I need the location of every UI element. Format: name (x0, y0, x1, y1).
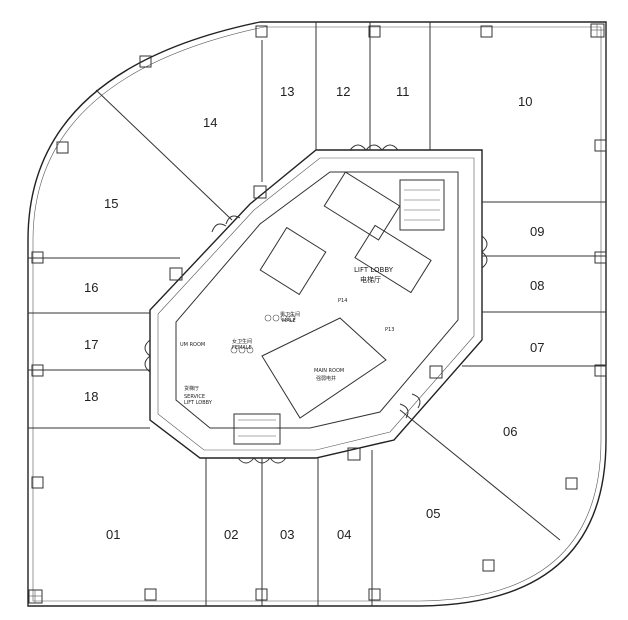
lift-lobby-label-cn: 电梯厅 (360, 275, 381, 284)
corner-marker-top-right (590, 23, 605, 38)
unit-label-15: 15 (104, 196, 118, 211)
unit-label-09: 09 (530, 224, 544, 239)
unit-label-02: 02 (224, 527, 238, 542)
male-toilet-label: MALE (282, 318, 296, 324)
perimeter-columns (31, 25, 607, 601)
unit-label-05: 05 (426, 506, 440, 521)
main-room-label-cn: 强弱电井 (316, 375, 336, 382)
lift-lobby-label: LIFT LOBBY (354, 266, 394, 274)
unit-label-07: 07 (530, 340, 544, 355)
core-labels: LIFT LOBBY 电梯厅 男卫生间 MALE 女卫生间 FEMALE 货梯厅… (180, 266, 394, 406)
unit-label-16: 16 (84, 280, 98, 295)
unit-labels: 01 02 03 04 05 06 07 08 09 10 11 12 13 1… (84, 84, 544, 542)
unit-label-06: 06 (503, 424, 517, 439)
core-outline (149, 149, 483, 459)
outer-envelope (27, 21, 607, 607)
unit-label-13: 13 (280, 84, 294, 99)
service-lobby-label-1: SERVICE (184, 394, 205, 400)
um-room-label: UM ROOM (180, 342, 205, 348)
unit-label-14: 14 (203, 115, 217, 130)
unit-label-01: 01 (106, 527, 120, 542)
service-lobby-label-2: LIFT LOBBY (184, 400, 213, 406)
service-lobby-label-cn: 货梯厅 (184, 385, 199, 392)
unit-partitions (28, 22, 606, 606)
unit-label-18: 18 (84, 389, 98, 404)
p14-label: P14 (338, 298, 347, 304)
unit-label-10: 10 (518, 94, 532, 109)
female-toilet-label-cn: 女卫生间 (232, 338, 252, 345)
unit-label-12: 12 (336, 84, 350, 99)
female-toilet-label: FEMALE (232, 345, 252, 351)
p13-label: P13 (385, 327, 394, 333)
unit-label-17: 17 (84, 337, 98, 352)
unit-label-03: 03 (280, 527, 294, 542)
unit-label-08: 08 (530, 278, 544, 293)
core-columns (169, 185, 443, 461)
corner-marker-bottom-left (28, 589, 43, 604)
main-room-label: MAIN ROOM (314, 368, 344, 374)
unit-label-04: 04 (337, 527, 351, 542)
door-openings (144, 144, 488, 464)
unit-label-11: 11 (396, 84, 410, 99)
male-toilet-label-cn: 男卫生间 (280, 311, 300, 318)
core-interior (230, 171, 445, 445)
